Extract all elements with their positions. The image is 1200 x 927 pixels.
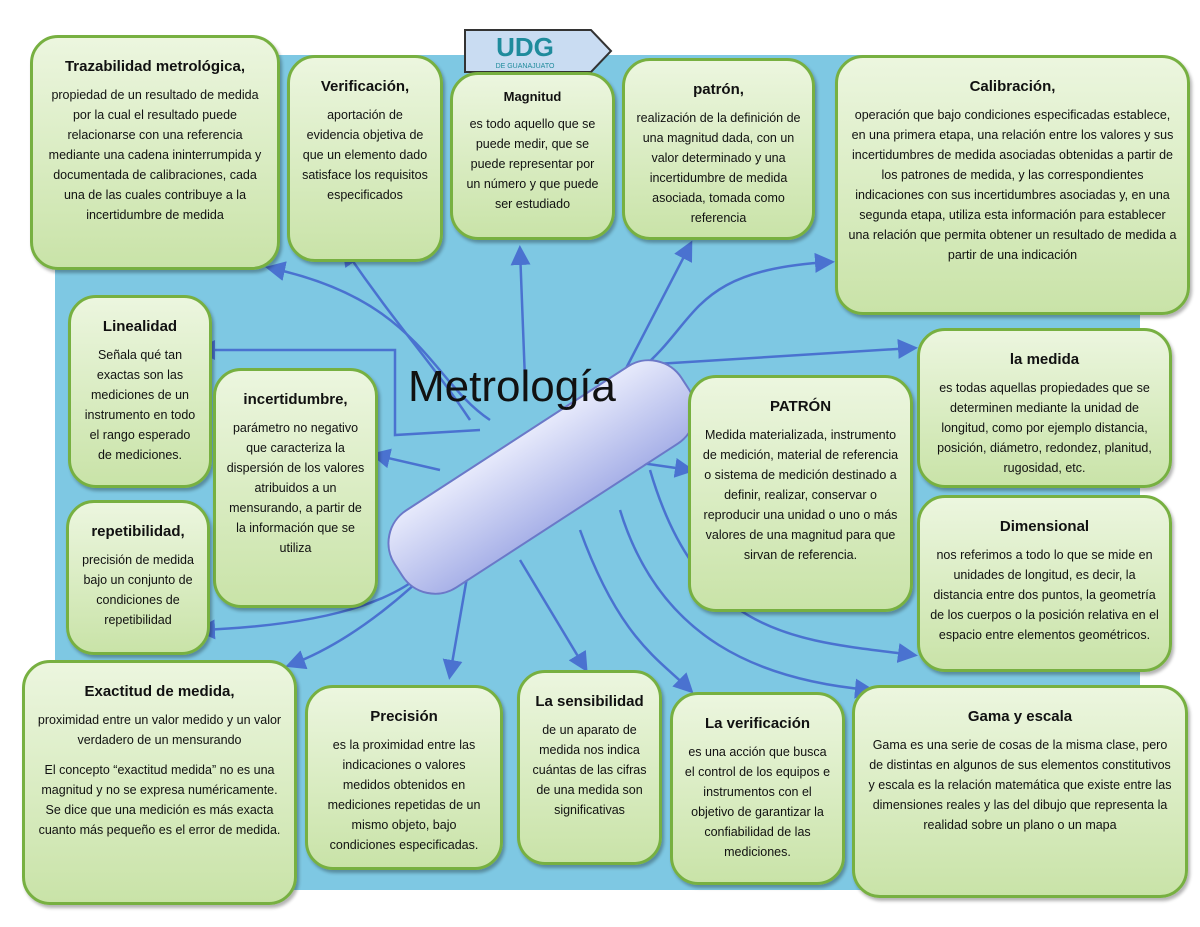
arrow-gama — [618, 509, 875, 699]
concept-title: Exactitud de medida, — [84, 683, 235, 700]
concept-title: Precisión — [370, 708, 438, 725]
concept-description: es todas aquellas propiedades que se det… — [937, 381, 1152, 475]
arrow-la-medida — [639, 338, 918, 367]
concept-title: La verificación — [704, 715, 811, 732]
concept-title: Calibración, — [969, 78, 1056, 95]
concept-description: Gama es una serie de cosas de la misma c… — [868, 738, 1172, 832]
concept-description: El concepto “exactitud medida” no es una… — [38, 763, 281, 837]
concept-title: Magnitud — [503, 89, 562, 104]
concept-title: repetibilidad, — [91, 523, 185, 540]
arrow-sensibilidad — [518, 559, 588, 673]
concept-title: patrón, — [693, 81, 744, 98]
concept-title: Verificación, — [320, 78, 410, 95]
concept-box-patron-mayus: PATRÓN Medida materializada, instrumento … — [688, 375, 913, 612]
concept-box-incertidumbre: incertidumbre, parámetro no negativo que … — [213, 368, 378, 608]
arrow-magnitud — [510, 245, 531, 381]
svg-text:DE GUANAJUATO: DE GUANAJUATO — [496, 63, 555, 70]
concept-description: realización de la definición de una magn… — [636, 111, 801, 225]
concept-box-calibracion: Calibración, operación que bajo condicion… — [835, 55, 1190, 315]
concept-box-patron: patrón, realización de la definición de u… — [622, 58, 815, 240]
concept-description: operación que bajo condiciones especific… — [848, 108, 1177, 262]
arrow-linealidad — [195, 340, 481, 437]
central-title: Metrología — [408, 362, 616, 411]
concept-title: Gama y escala — [967, 708, 1073, 725]
concept-description: precisión de medida bajo un conjunto de … — [82, 553, 194, 627]
arrow-calibracion — [639, 252, 835, 371]
concept-description: Medida materializada, instrumento de med… — [702, 428, 899, 562]
concept-description: nos referimos a todo lo que se mide en u… — [930, 548, 1159, 642]
arrow-patron — [618, 240, 693, 381]
concept-description: es todo aquello que se puede medir, que … — [466, 117, 599, 211]
arrow-incertidumbre — [370, 448, 441, 472]
concept-box-dimensional: Dimensional nos referimos a todo lo que s… — [917, 495, 1172, 672]
concept-box-repetibilidad: repetibilidad, precisión de medida bajo u… — [66, 500, 210, 655]
concept-description: de un aparato de medida nos indica cuánt… — [532, 723, 647, 817]
concept-box-sensibilidad: La sensibilidad de un aparato de medida n… — [517, 670, 662, 865]
concept-title: la medida — [1009, 351, 1080, 368]
concept-box-la-medida: la medida es todas aquellas propiedades q… — [917, 328, 1172, 488]
concept-box-trazabilidad: Trazabilidad metrológica, propiedad de un… — [30, 35, 280, 270]
concept-description: es una acción que busca el control de lo… — [684, 745, 831, 859]
concept-title: PATRÓN — [769, 398, 832, 415]
concept-description: es la proximidad entre las indicaciones … — [327, 738, 481, 852]
arrow-dimensional — [648, 469, 918, 663]
concept-description: aportación de evidencia objetiva de que … — [302, 108, 428, 202]
concept-description: propiedad de un resultado de medida por … — [48, 88, 262, 222]
concept-box-magnitud: Magnitud es todo aquello que se puede med… — [450, 72, 615, 240]
concept-box-exactitud: Exactitud de medida, proximidad entre un … — [22, 660, 297, 905]
concept-title: Dimensional — [999, 518, 1090, 535]
concept-title: incertidumbre, — [243, 391, 348, 408]
arrow-verificacion — [342, 245, 472, 421]
concept-box-la-verificacion: La verificación es una acción que busca e… — [670, 692, 845, 885]
concept-title: Trazabilidad metrológica, — [64, 58, 246, 75]
arrow-la-verificacion — [578, 529, 694, 694]
concept-description: parámetro no negativo que caracteriza la… — [226, 421, 365, 555]
udg-logo: UDG DE GUANAJUATO — [463, 28, 613, 74]
concept-description: proximidad entre un valor medido y un va… — [37, 713, 282, 747]
concept-title: Linealidad — [102, 318, 178, 335]
concept-description: Señala qué tan exactas son las medicione… — [84, 348, 196, 462]
concept-box-verificacion: Verificación, aportación de evidencia obj… — [287, 55, 443, 262]
concept-title: La sensibilidad — [535, 693, 644, 710]
svg-text:UDG: UDG — [496, 32, 554, 62]
arrow-trazabilidad — [265, 261, 491, 422]
concept-box-precision: Precisión es la proximidad entre las indi… — [305, 685, 503, 870]
